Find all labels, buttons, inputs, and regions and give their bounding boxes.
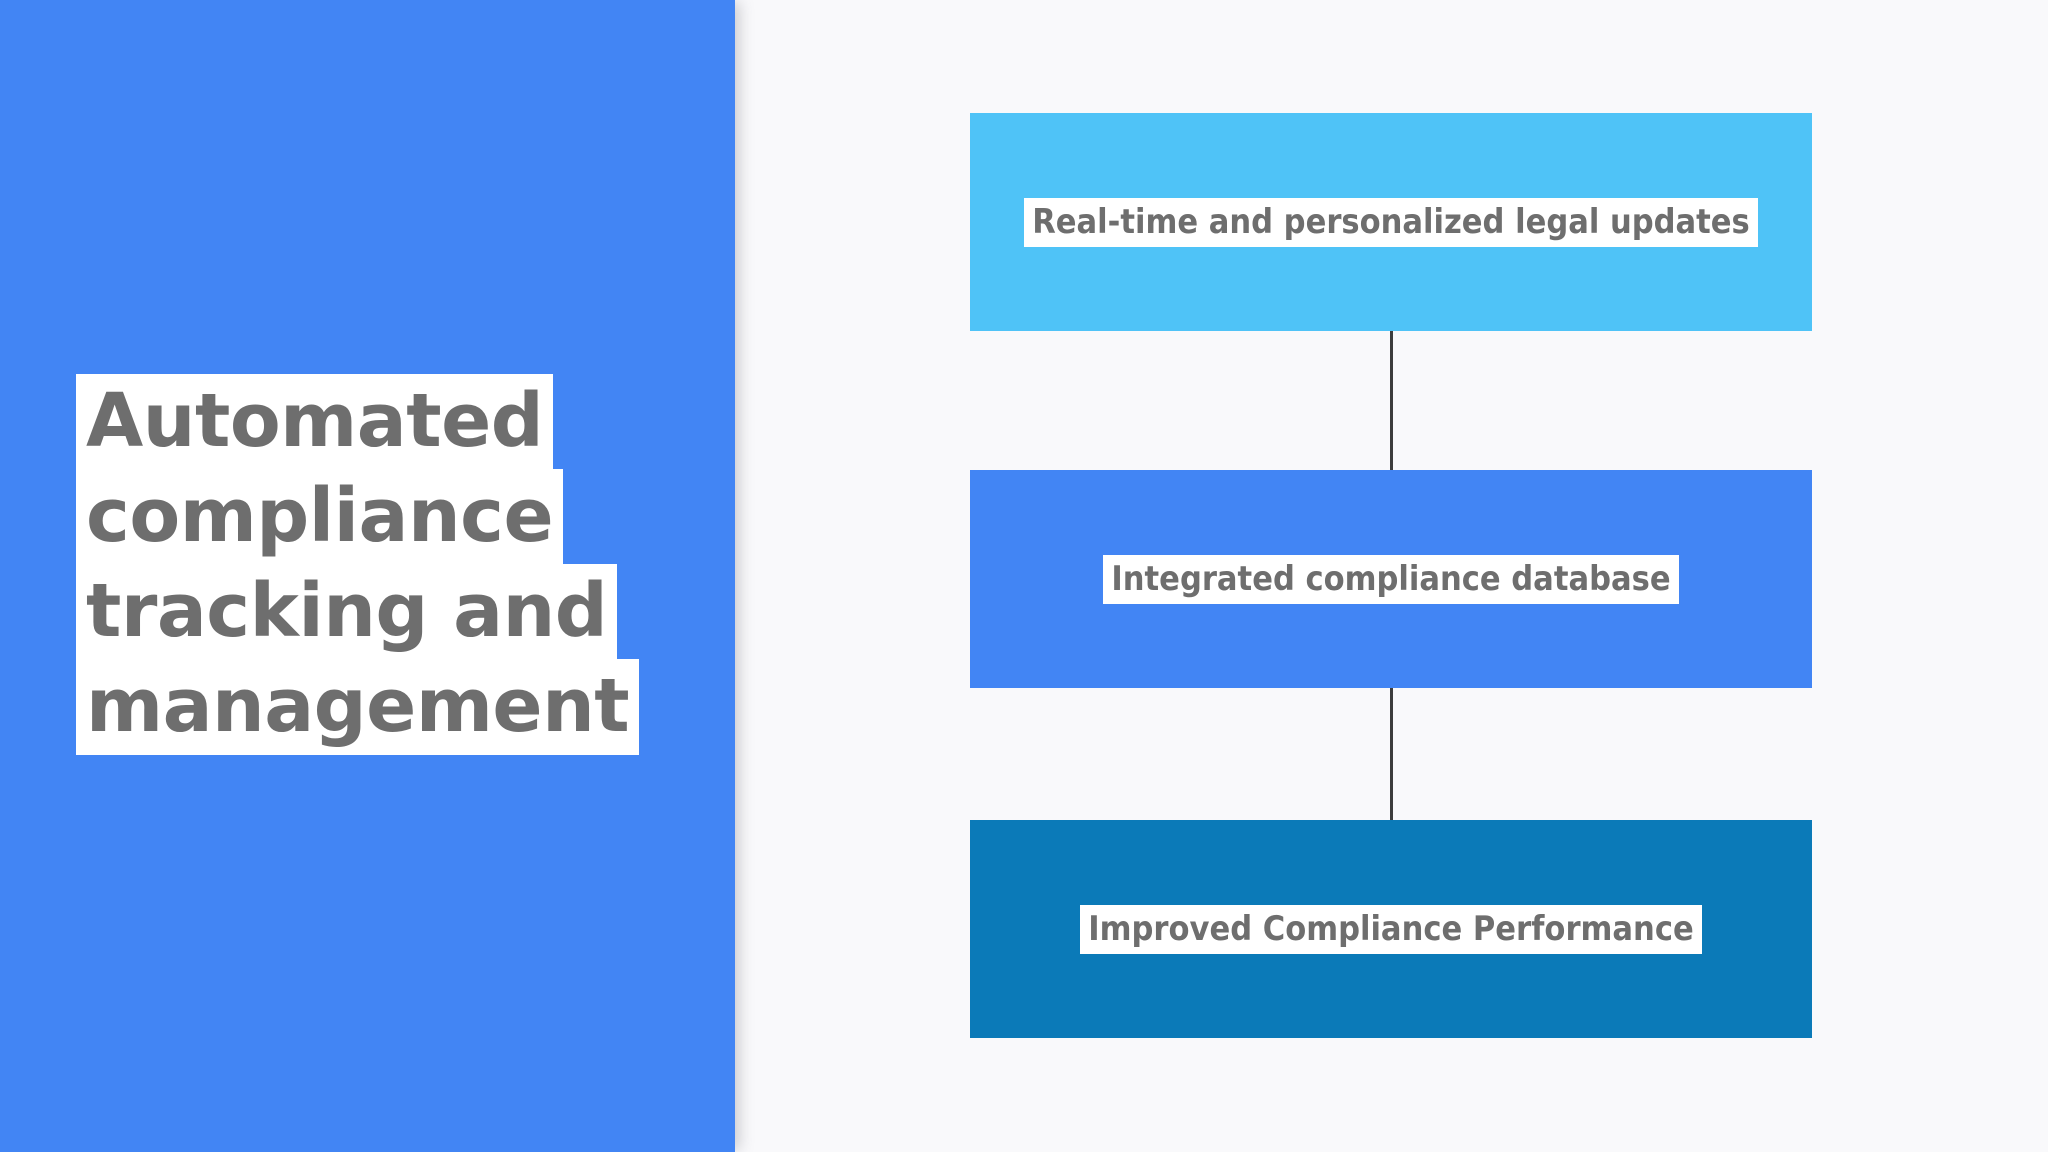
flow-node-compliance-database[interactable]: Integrated compliance database (970, 470, 1812, 688)
flow-node-label: Integrated compliance database (1103, 554, 1679, 604)
title-line-2: compliance (76, 469, 696, 565)
page-title: Automated compliance tracking and manage… (76, 374, 696, 755)
flow-node-improved-performance[interactable]: Improved Compliance Performance (970, 820, 1812, 1038)
flow-node-real-time-updates[interactable]: Real-time and personalized legal updates (970, 113, 1812, 331)
title-panel: Automated compliance tracking and manage… (0, 0, 735, 1152)
flow-connector-1 (1390, 331, 1393, 470)
flow-node-label: Real-time and personalized legal updates (1024, 197, 1758, 247)
title-line-3-text: tracking and (76, 564, 618, 660)
flow-connector-2 (1390, 688, 1393, 820)
title-line-3: tracking and (76, 564, 696, 660)
title-line-4-text: management (76, 659, 640, 755)
title-line-1: Automated (76, 374, 696, 470)
title-line-4: management (76, 659, 696, 755)
flow-node-label: Improved Compliance Performance (1080, 904, 1702, 954)
title-line-2-text: compliance (76, 469, 564, 565)
flow-diagram: Real-time and personalized legal updates… (970, 113, 1812, 1038)
title-line-1-text: Automated (76, 374, 554, 470)
